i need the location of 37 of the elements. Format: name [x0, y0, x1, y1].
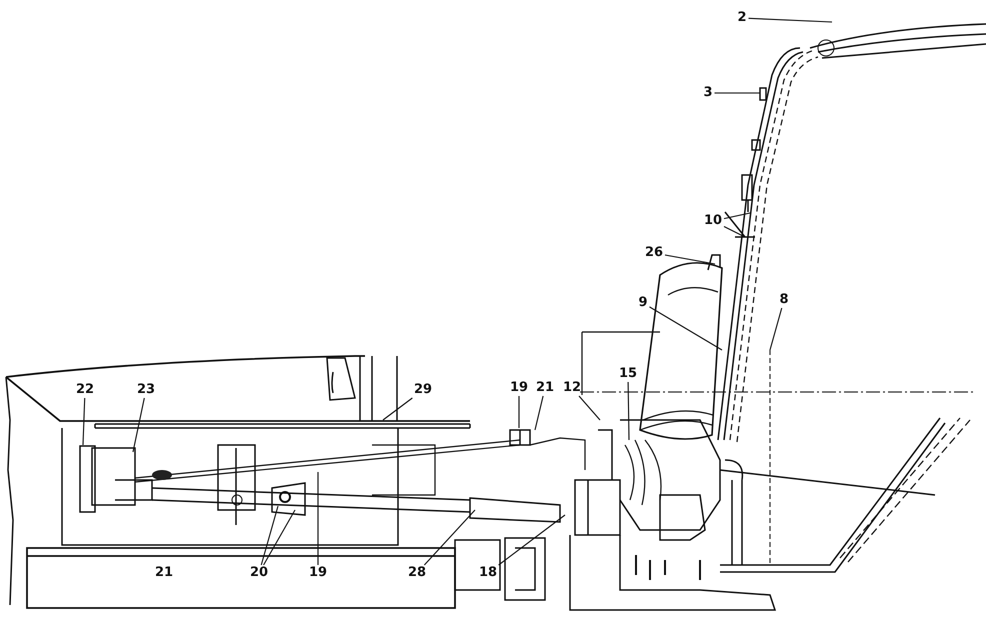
callout-number: 2 — [736, 11, 748, 25]
leader-line — [578, 396, 600, 420]
leader-line — [534, 396, 544, 430]
leader-line — [260, 506, 279, 566]
callout-number: 28 — [407, 566, 428, 580]
leader-line — [263, 510, 296, 566]
leader-line — [748, 18, 832, 23]
leader-line — [769, 308, 782, 350]
callout-number: 8 — [778, 293, 790, 307]
leader-line — [628, 382, 630, 440]
callout-number: 21 — [154, 566, 174, 580]
leader-line — [649, 306, 722, 350]
leader-line — [518, 396, 520, 428]
leader-line — [724, 226, 746, 238]
leader-line — [724, 212, 750, 220]
leader-line — [82, 398, 86, 446]
callout-number: 20 — [249, 566, 270, 580]
leader-line — [424, 510, 476, 566]
callout-number: 15 — [618, 367, 638, 381]
callout-number: 21 — [535, 381, 556, 395]
leader-line — [317, 472, 319, 565]
callout-number: 10 — [703, 214, 724, 228]
callout-number: 9 — [638, 296, 649, 310]
leader-line — [498, 514, 566, 566]
callout-number: 19 — [308, 566, 328, 580]
callout-number: 22 — [75, 383, 96, 397]
callout-number: 29 — [413, 383, 434, 397]
callout-number: 23 — [136, 383, 156, 397]
leader-line — [664, 254, 716, 265]
callout-number: 12 — [562, 381, 582, 395]
leader-line — [382, 398, 413, 420]
callout-number: 26 — [644, 246, 664, 260]
leader-line — [132, 398, 145, 452]
leader-line — [714, 92, 760, 94]
callout-number: 18 — [478, 566, 498, 580]
callout-number: 19 — [509, 381, 530, 395]
callout-number: 3 — [702, 86, 714, 100]
